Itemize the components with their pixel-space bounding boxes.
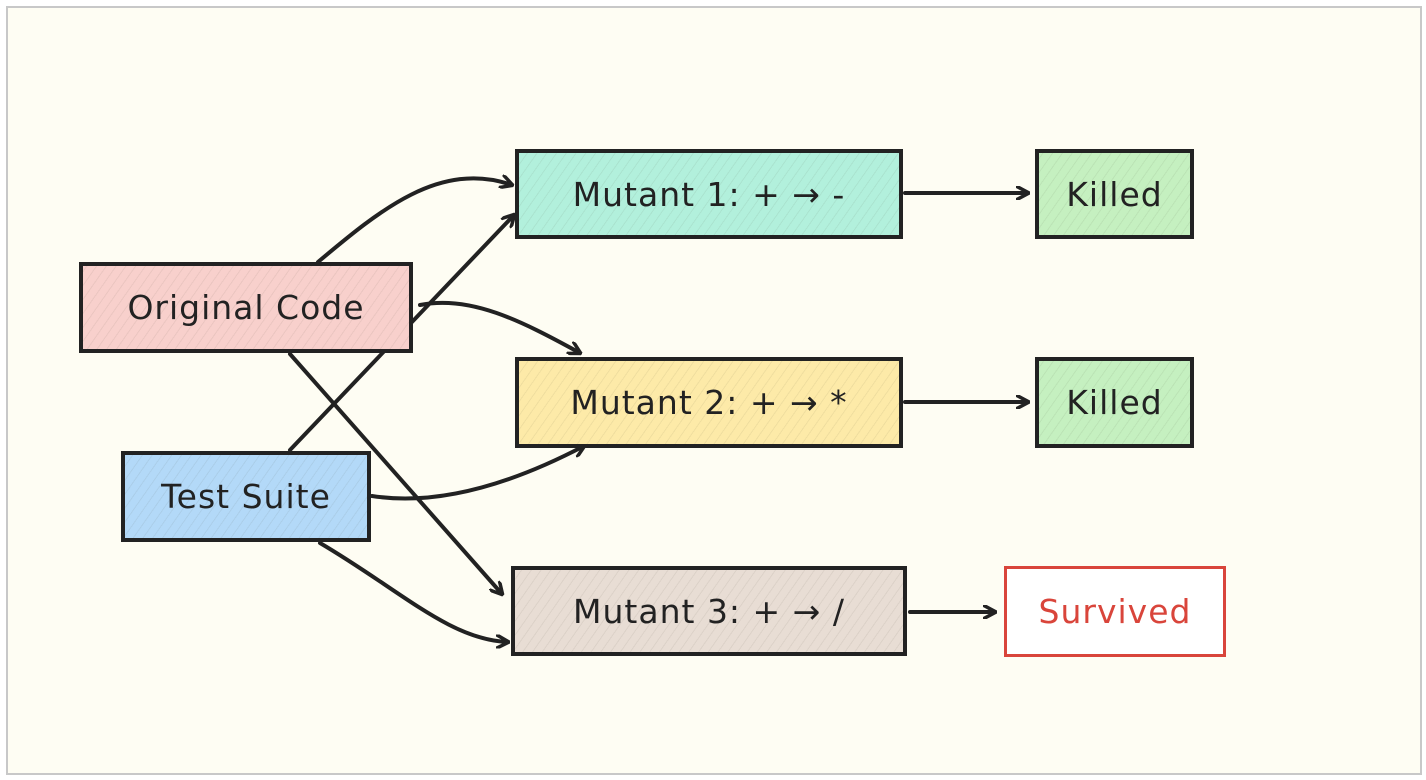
node-label: Killed: [1066, 174, 1163, 214]
node-label: Mutant 3: + → /: [573, 591, 845, 631]
node-mutant-1: Mutant 1: + → -: [515, 149, 903, 239]
node-label: Survived: [1038, 592, 1192, 631]
edge-tests-to-mutant2: [370, 446, 584, 501]
node-test-suite: Test Suite: [121, 451, 371, 542]
node-mutant-3: Mutant 3: + → /: [511, 566, 907, 656]
node-result-killed-2: Killed: [1035, 357, 1194, 448]
node-label: Test Suite: [161, 477, 331, 516]
node-mutant-2: Mutant 2: + → *: [515, 357, 903, 448]
node-label: Killed: [1066, 383, 1163, 422]
node-label: Original Code: [127, 288, 365, 327]
node-result-survived: Survived: [1004, 566, 1226, 657]
node-result-killed-1: Killed: [1035, 149, 1194, 239]
edge-original-to-mutant1: [316, 178, 512, 264]
edge-tests-to-mutant3: [318, 541, 508, 642]
edge-original-to-mutant3: [288, 352, 502, 594]
node-label: Mutant 1: + → -: [572, 174, 846, 214]
edge-original-to-mutant2: [418, 300, 580, 353]
node-original-code: Original Code: [79, 262, 413, 353]
node-label: Mutant 2: + → *: [570, 383, 848, 422]
